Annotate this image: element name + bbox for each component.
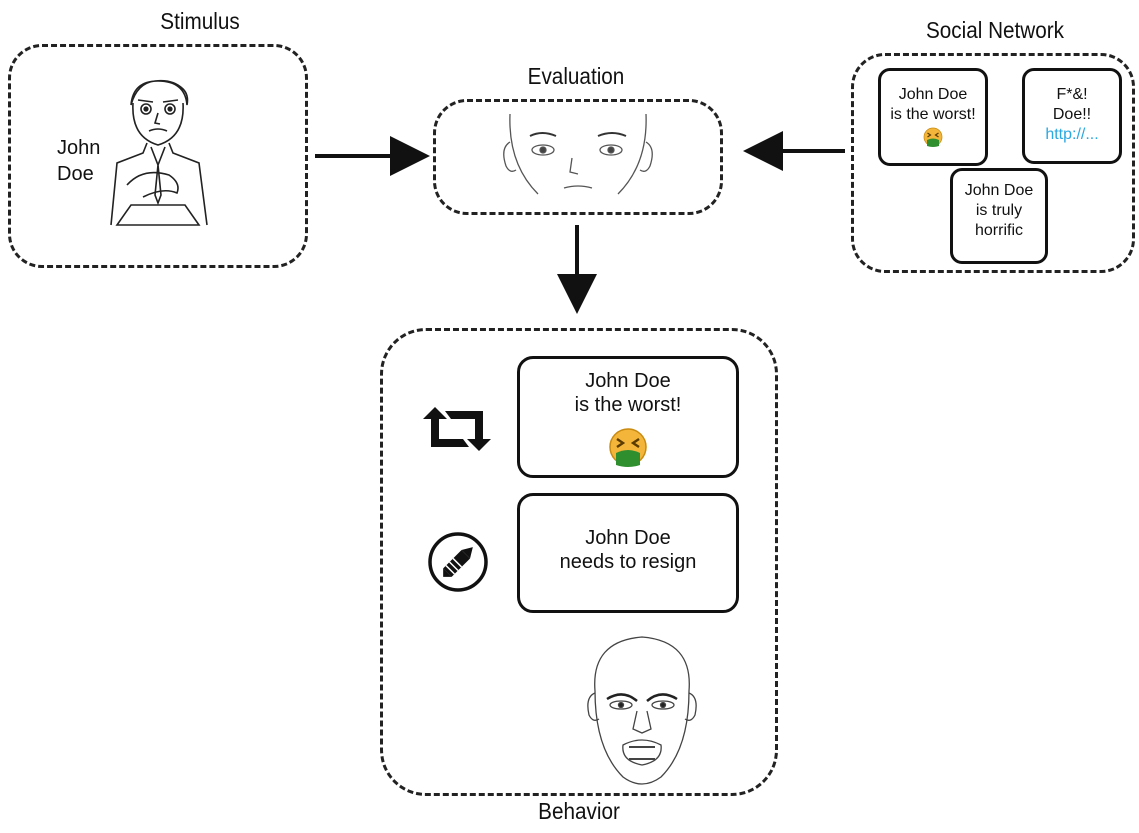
- behavior-title: Behavior: [538, 798, 620, 824]
- nauseated-face-emoji-icon: [923, 127, 943, 147]
- evaluation-title: Evaluation: [527, 63, 625, 89]
- social-network-title: Social Network: [925, 17, 1065, 43]
- post-3-line3: horrific: [974, 222, 1023, 239]
- post-1-line2: is the worst!: [890, 106, 976, 123]
- person-label-line2: Doe: [57, 163, 94, 185]
- post-1-line1: John Doe: [898, 86, 968, 103]
- behavior-box: John Doe is the worst! John Doe needs to…: [380, 328, 778, 796]
- retweet-icon[interactable]: [423, 407, 491, 451]
- post-3-line1: John Doe: [964, 182, 1034, 199]
- nauseated-face-emoji-icon: [609, 428, 647, 467]
- compose-card: John Doe needs to resign: [517, 493, 739, 613]
- social-network-box: John Doe is the worst! F*&! Doe!! http:/…: [851, 53, 1135, 273]
- stimulus-title: Stimulus: [160, 8, 240, 34]
- cartoon-man-icon: [110, 79, 208, 226]
- retweet-line1: John Doe: [585, 370, 671, 392]
- network-post-1: John Doe is the worst!: [878, 68, 988, 166]
- retweet-line2: is the worst!: [574, 394, 682, 416]
- retweet-card: John Doe is the worst!: [517, 356, 739, 478]
- neutral-face-icon: [503, 113, 653, 195]
- evaluation-box: [433, 99, 723, 215]
- pencil-icon[interactable]: [427, 531, 489, 593]
- stimulus-box: John Doe: [8, 44, 308, 268]
- post-2-link[interactable]: http://...: [1045, 126, 1099, 143]
- post-2-line1: F*&!: [1056, 86, 1088, 103]
- angry-face-icon: [587, 636, 697, 785]
- compose-line1: John Doe: [585, 527, 671, 549]
- compose-line2: needs to resign: [559, 551, 697, 573]
- stimulus-person-label: John Doe: [57, 135, 100, 187]
- post-2-line2: Doe!!: [1052, 106, 1092, 123]
- network-post-2: F*&! Doe!! http://...: [1022, 68, 1122, 164]
- post-3-line2: is truly: [975, 202, 1023, 219]
- person-label-line1: John: [57, 137, 101, 159]
- network-post-3: John Doe is truly horrific: [950, 168, 1048, 264]
